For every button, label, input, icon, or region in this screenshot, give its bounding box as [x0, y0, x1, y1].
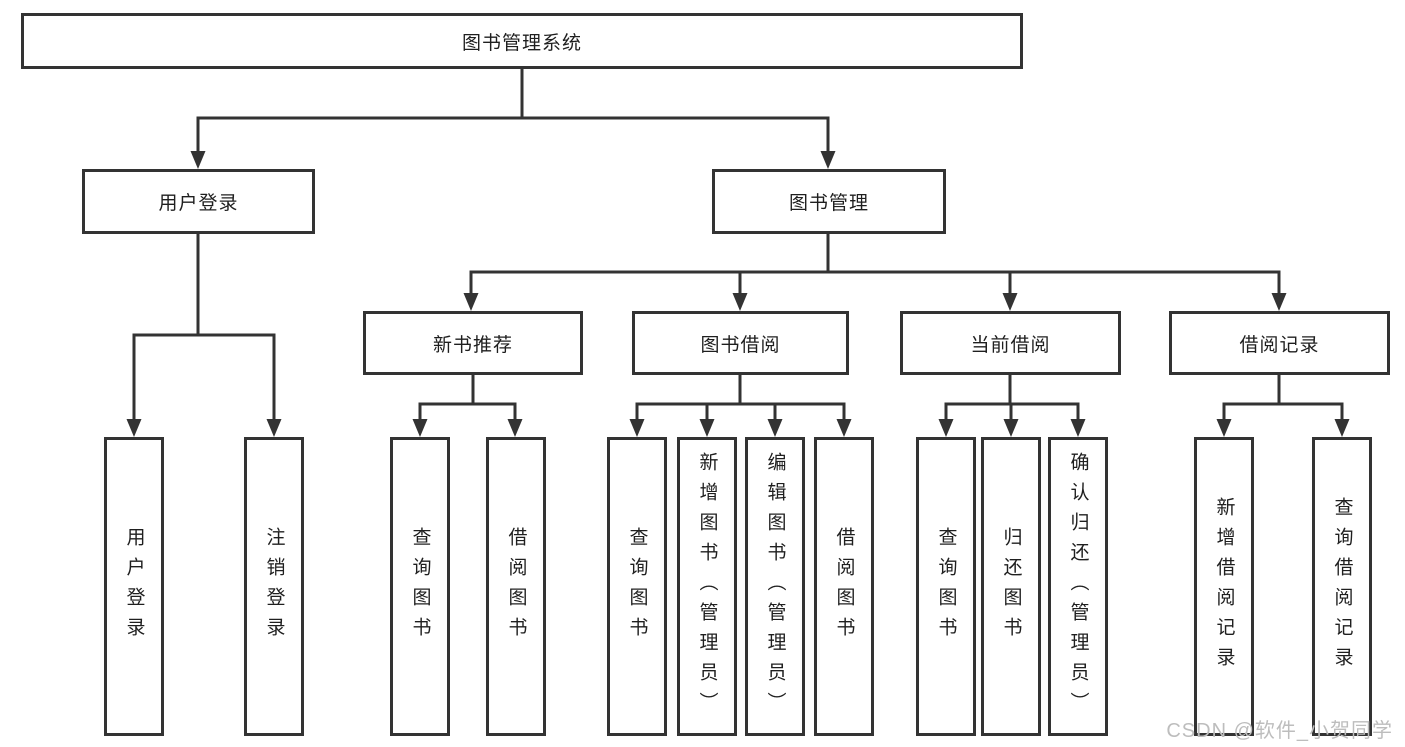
- leaf-cb-query-book-label: 查询图书: [935, 526, 957, 647]
- leaf-nbr-borrow-book-label: 借阅图书: [505, 526, 527, 647]
- leaf-bb-query-book-label: 查询图书: [626, 526, 648, 647]
- leaf-user-login-label: 用户登录: [123, 526, 145, 647]
- leaf-nbr-query-book-box: 查询图书: [390, 437, 450, 736]
- node-borrow-records-box: 借阅记录: [1169, 311, 1390, 375]
- leaf-br-query-record-label: 查询借阅记录: [1331, 496, 1353, 677]
- leaf-bb-add-book-label: 新增图书（管理员）: [696, 451, 718, 722]
- node-book-management-label: 图书管理: [788, 193, 869, 214]
- csdn-watermark: CSDN @软件_小贺同学: [1166, 720, 1393, 742]
- leaf-nbr-query-book-label: 查询图书: [409, 526, 431, 647]
- node-book-borrow-box: 图书借阅: [632, 311, 849, 375]
- leaf-cb-query-book-box: 查询图书: [916, 437, 976, 736]
- node-borrow-records-label: 借阅记录: [1239, 334, 1320, 356]
- leaf-cb-return-book-box: 归还图书: [981, 437, 1041, 736]
- node-book-borrow-label: 图书借阅: [700, 334, 781, 356]
- node-user-login-box: 用户登录: [82, 169, 315, 234]
- node-current-borrow-box: 当前借阅: [900, 311, 1121, 375]
- node-new-book-recommend-label: 新书推荐: [432, 334, 513, 356]
- leaf-user-login-box: 用户登录: [104, 437, 164, 736]
- leaf-cb-return-book-label: 归还图书: [1000, 526, 1022, 647]
- leaf-bb-add-book-box: 新增图书（管理员）: [677, 437, 737, 736]
- leaf-bb-edit-book-box: 编辑图书（管理员）: [745, 437, 805, 736]
- leaf-logout-box: 注销登录: [244, 437, 304, 736]
- node-root-box: 图书管理系统: [21, 13, 1023, 69]
- leaf-br-query-record-box: 查询借阅记录: [1312, 437, 1372, 736]
- leaf-br-add-record-box: 新增借阅记录: [1194, 437, 1254, 736]
- leaf-bb-borrow-book-box: 借阅图书: [814, 437, 874, 736]
- leaf-cb-confirm-return-box: 确认归还（管理员）: [1048, 437, 1108, 736]
- node-current-borrow-label: 当前借阅: [970, 334, 1051, 356]
- leaf-bb-edit-book-label: 编辑图书（管理员）: [764, 451, 786, 722]
- node-book-management-box: 图书管理: [712, 169, 946, 234]
- leaf-cb-confirm-return-label: 确认归还（管理员）: [1067, 451, 1089, 722]
- node-root-label: 图书管理系统: [461, 32, 582, 54]
- leaf-logout-label: 注销登录: [263, 526, 285, 647]
- leaf-nbr-borrow-book-box: 借阅图书: [486, 437, 546, 736]
- node-new-book-recommend-box: 新书推荐: [363, 311, 583, 375]
- node-user-login-label: 用户登录: [158, 193, 239, 214]
- leaf-br-add-record-label: 新增借阅记录: [1213, 496, 1235, 677]
- leaf-bb-query-book-box: 查询图书: [607, 437, 667, 736]
- leaf-bb-borrow-book-label: 借阅图书: [833, 526, 855, 647]
